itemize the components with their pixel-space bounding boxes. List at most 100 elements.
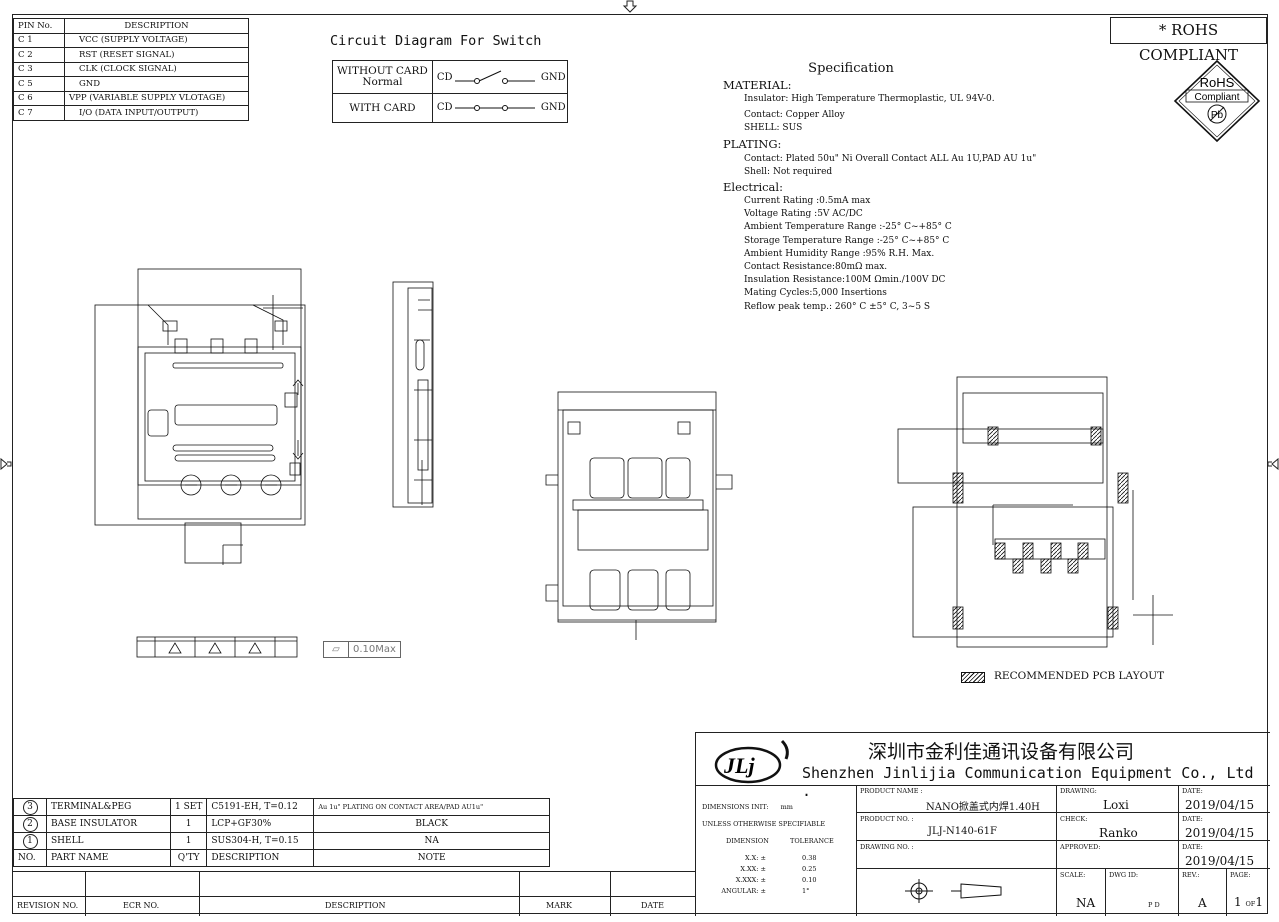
top-arrow-marker bbox=[622, 0, 638, 13]
date-value: 2019/04/15 bbox=[1185, 798, 1255, 812]
date-label: DATE: bbox=[1182, 843, 1203, 851]
left-arrow-marker bbox=[0, 457, 12, 471]
product-no-label: PRODUCT NO. : bbox=[860, 815, 914, 823]
page-number: 1 bbox=[1234, 895, 1242, 909]
rev-label: REV.: bbox=[1182, 871, 1200, 879]
bom-no-circle: 2 bbox=[22, 816, 38, 832]
ecr-no-label: ECR NO. bbox=[123, 901, 160, 910]
right-arrow-marker bbox=[1268, 457, 1279, 471]
bom-no: 2 bbox=[13, 815, 47, 833]
gnd-label: GND bbox=[540, 72, 566, 83]
drawing-no-label: DRAWING NO. : bbox=[860, 843, 914, 851]
date-label: DATE: bbox=[1182, 787, 1203, 795]
tol-dim: X.XXX: ± bbox=[735, 876, 766, 884]
bom-qty: 1 bbox=[169, 815, 208, 833]
revision-no-label: REVISION NO. bbox=[17, 901, 79, 910]
spec-line: Reflow peak temp.: 260° C ±5° C, 3~5 S bbox=[744, 301, 931, 312]
check-label: CHECK: bbox=[1060, 815, 1088, 823]
pin-no: C 6 bbox=[13, 90, 65, 106]
bom-no: 1 bbox=[13, 832, 47, 850]
spec-line: Ambient Humidity Range :95% R.H. Max. bbox=[744, 248, 935, 259]
switch-open-symbol bbox=[454, 70, 535, 84]
bom-no-circle: 3 bbox=[22, 799, 38, 815]
pin-desc: I/O (DATA INPUT/OUTPUT) bbox=[64, 105, 249, 121]
page-value: 1 OF1 bbox=[1234, 895, 1263, 909]
tol-val: 1° bbox=[802, 887, 810, 895]
rohs-logo-line3: Pb bbox=[1211, 110, 1224, 121]
spec-title: Specification bbox=[808, 61, 894, 76]
spec-line: Contact: Copper Alloy bbox=[744, 110, 845, 121]
pcb-hatch-icon bbox=[961, 672, 985, 683]
pin-desc: RST (RESET SIGNAL) bbox=[64, 47, 249, 63]
revision-strip: REVISION NO. ECR NO. DESCRIPTION MARK DA… bbox=[13, 871, 695, 916]
pin-no: C 7 bbox=[13, 105, 65, 121]
normal-text: Normal bbox=[362, 76, 403, 88]
bom-qty: 1 SET bbox=[169, 798, 208, 816]
bom-qty: 1 bbox=[169, 832, 208, 850]
switch-row-card: WITH CARD CD GND bbox=[332, 93, 569, 123]
pin-no: C 3 bbox=[13, 61, 65, 77]
flatness-value: 0.10Max bbox=[353, 644, 396, 655]
switch-closed-symbol bbox=[454, 105, 535, 111]
top-view-drawing bbox=[94, 268, 306, 565]
spec-plating-heading: PLATING: bbox=[723, 136, 782, 151]
bom-part: BASE INSULATOR bbox=[46, 815, 171, 833]
dim-unit-label: DIMENSIONS INIT: bbox=[702, 803, 769, 811]
bom-note: BLACK bbox=[313, 815, 550, 833]
product-no-value: JLJ-N140-61F bbox=[928, 826, 997, 837]
spec-material-heading: MATERIAL: bbox=[723, 78, 792, 92]
drawing-value: Loxi bbox=[1103, 798, 1129, 812]
spec-line: Contact Resistance:80mΩ max. bbox=[744, 262, 888, 273]
bom-note: Au 1u" PLATING ON CONTACT AREA/PAD AU1u" bbox=[313, 798, 550, 816]
spec-line: Mating Cycles:5,000 Insertions bbox=[744, 288, 887, 299]
tol-val: 0.25 bbox=[802, 865, 817, 873]
bom-header: DESCRIPTION bbox=[206, 849, 315, 867]
page-of: OF bbox=[1245, 900, 1256, 908]
spec-line: Contact: Plated 50u" Ni Overall Contact … bbox=[744, 153, 1037, 164]
tol-val: 0.38 bbox=[802, 854, 817, 862]
rev-value: A bbox=[1198, 896, 1207, 910]
bom-header: NO. bbox=[13, 849, 47, 867]
company-name-en: Shenzhen Jinlijia Communication Equipmen… bbox=[802, 764, 1254, 800]
gnd-label: GND bbox=[540, 102, 566, 113]
cd-label: CD bbox=[436, 72, 453, 83]
page-label: PAGE: bbox=[1230, 871, 1251, 879]
bom-table: 3 TERMINAL&PEG 1 SET C5191-EH, T=0.12 Au… bbox=[13, 798, 550, 867]
flatness-icon: ⏥ bbox=[324, 642, 349, 657]
table-row: 2 BASE INSULATOR 1 LCP+GF30% BLACK bbox=[13, 815, 550, 833]
company-logo-icon: JLj bbox=[714, 739, 789, 784]
bom-part: SHELL bbox=[46, 832, 171, 850]
pin-desc: GND bbox=[64, 76, 249, 92]
spec-electrical-heading: Electrical: bbox=[723, 180, 783, 195]
side-view-drawing bbox=[392, 281, 434, 508]
product-name-value: NANO掀盖式内焊1.40H bbox=[926, 802, 1040, 813]
switch-open-cell: CD GND bbox=[431, 60, 569, 94]
product-name-label: PRODUCT NAME : bbox=[860, 787, 923, 795]
page-total: 1 bbox=[1255, 895, 1263, 909]
bom-header: NOTE bbox=[313, 849, 550, 867]
date-label: DATE: bbox=[1182, 815, 1203, 823]
dwg-id-label: DWG ID: bbox=[1109, 871, 1139, 879]
with-card-label: WITH CARD bbox=[332, 93, 433, 123]
company-logo-text: JLj bbox=[723, 753, 755, 778]
drawing-label: DRAWING: bbox=[1060, 787, 1097, 795]
pin-desc: CLK (CLOCK SIGNAL) bbox=[64, 61, 249, 77]
tolerance-col-label: TOLERANCE bbox=[790, 837, 834, 845]
scale-value: NA bbox=[1076, 896, 1096, 910]
unless-label: UNLESS OTHERWISE SPECIFIABLE bbox=[702, 820, 826, 828]
pcb-legend-label: RECOMMENDED PCB LAYOUT bbox=[994, 670, 1165, 682]
pin-desc: VCC (SUPPLY VOLTAGE) bbox=[64, 32, 249, 48]
scale-label: SCALE: bbox=[1060, 871, 1086, 879]
tol-dim: X.X: ± bbox=[744, 854, 766, 862]
pin-no: C 2 bbox=[13, 47, 65, 63]
rohs-logo-line1: RoHS bbox=[1200, 75, 1235, 90]
bom-header: PART NAME bbox=[46, 849, 171, 867]
projection-symbol-icon bbox=[905, 879, 1002, 903]
title-block: JLj 深圳市金利佳通讯设备有限公司 Shenzhen Jinlijia Com… bbox=[695, 732, 1270, 916]
